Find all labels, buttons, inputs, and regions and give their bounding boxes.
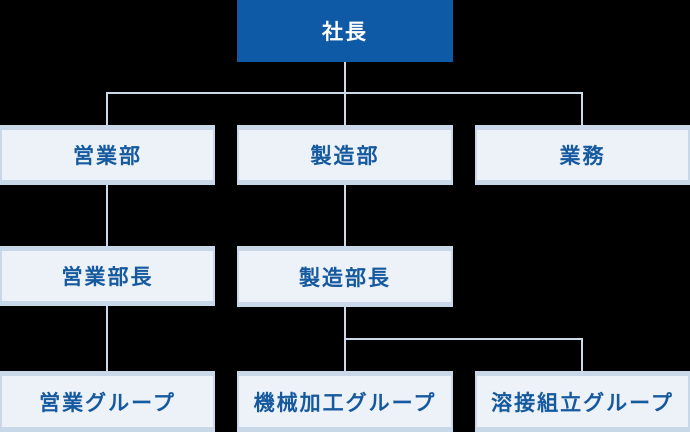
connector-to-sales-dept	[106, 92, 108, 125]
connector-sales-to-manager	[106, 185, 108, 246]
connector-to-welding-group	[581, 338, 583, 371]
connector-salesmgr-to-group	[106, 306, 108, 371]
node-manufacturing-department: 製造部	[237, 125, 453, 185]
connector-mfg-to-manager	[344, 185, 346, 246]
node-manufacturing-department-manager: 製造部長	[237, 246, 453, 307]
node-sales-group: 営業グループ	[0, 371, 215, 432]
node-machining-group: 機械加工グループ	[237, 371, 453, 432]
connector-to-operations-dept	[581, 92, 583, 125]
node-welding-assembly-group: 溶接組立グループ	[475, 371, 690, 432]
node-sales-department-manager: 営業部長	[0, 246, 215, 306]
node-president: 社長	[237, 0, 453, 62]
connector-level2-horizontal	[106, 92, 583, 94]
node-sales-department: 営業部	[0, 125, 215, 185]
node-operations-department: 業務	[475, 125, 690, 185]
connector-level4-horizontal	[344, 338, 583, 340]
